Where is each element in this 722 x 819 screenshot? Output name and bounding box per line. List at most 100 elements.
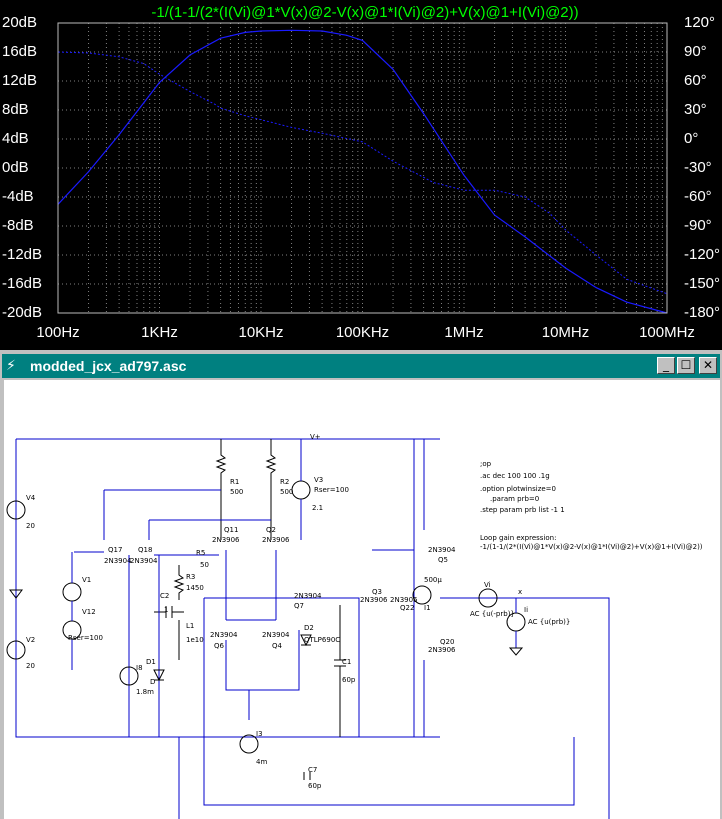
q20-label: Q20 xyxy=(440,638,455,646)
v2-value: 20 xyxy=(26,662,35,670)
q5-model: 2N3904 xyxy=(428,546,456,554)
vi-label: Vi xyxy=(484,581,491,589)
r5-label: R5 xyxy=(196,549,206,557)
c1-capacitor[interactable] xyxy=(334,605,346,737)
maximize-button[interactable]: ☐ xyxy=(677,357,695,374)
c2-capacitor[interactable] xyxy=(154,606,184,618)
v4-label: V4 xyxy=(26,494,36,502)
d1-diode[interactable] xyxy=(153,669,165,682)
trace-expression-title[interactable]: -1/(1-1/(2*(I(Vi)@1*V(x)@2-V(x)@1*I(Vi)@… xyxy=(151,4,579,21)
plot-frame xyxy=(57,22,668,314)
d1-label: D1 xyxy=(146,658,156,666)
d2-diode[interactable] xyxy=(300,634,312,647)
y-axis-right-tick-label: 0° xyxy=(684,130,699,147)
q17-label: Q17 xyxy=(108,546,123,554)
wire-q7[interactable] xyxy=(203,598,575,806)
close-button[interactable]: ✕ xyxy=(699,357,717,374)
q17-model: 2N3904 xyxy=(104,557,132,565)
y-axis-right-tick-label: 120° xyxy=(684,14,716,31)
wire-q17-q18[interactable] xyxy=(74,489,271,553)
wire-q6-q4[interactable] xyxy=(225,630,300,691)
c2-label: C2 xyxy=(160,592,170,600)
wire-mid-node[interactable] xyxy=(204,597,360,737)
y-axis-left-tick-label: 8dB xyxy=(2,101,29,118)
v4-source[interactable] xyxy=(6,500,26,520)
loopgain-expression[interactable]: -1/(1-1/(2*(I(Vi)@1*V(x)@2-V(x)@1*I(Vi)@… xyxy=(480,543,703,551)
minimize-button[interactable]: _ xyxy=(657,357,675,374)
i1-source[interactable] xyxy=(412,585,432,605)
y-axis-left-tick-label: -4dB xyxy=(2,188,34,205)
vi-source[interactable] xyxy=(478,588,498,608)
y-axis-left-tick-label: -12dB xyxy=(2,246,43,263)
q22-label: Q22 xyxy=(400,604,415,612)
q3-label: Q3 xyxy=(372,588,382,596)
wire-q11-q6[interactable] xyxy=(225,550,277,621)
window-title: modded_jcx_ad797.asc xyxy=(30,358,187,374)
v2-source[interactable] xyxy=(6,640,26,660)
schematic-canvas[interactable]: V+ R1 500 R2 500 V3 Rser=100 2.1 V4 20 V… xyxy=(4,380,720,819)
i8-source[interactable] xyxy=(119,666,139,686)
plot-graph[interactable] xyxy=(0,0,722,350)
q20-model: 2N3906 xyxy=(428,646,456,654)
wire-current-i8[interactable] xyxy=(128,555,160,737)
directive-op[interactable]: ;op xyxy=(480,460,492,468)
wire-output[interactable] xyxy=(178,597,610,819)
ltspice-icon: ⚡ xyxy=(6,358,16,374)
c1-label: C1 xyxy=(342,658,352,666)
magnitude-trace[interactable] xyxy=(57,29,668,314)
c1-value: 60p xyxy=(342,676,356,684)
q6-model: 2N3904 xyxy=(210,631,238,639)
q6-label: Q6 xyxy=(214,642,224,650)
v12-label: V12 xyxy=(82,608,96,616)
r2-resistor[interactable] xyxy=(265,439,277,540)
v1-source[interactable] xyxy=(62,582,82,602)
q4-model: 2N3904 xyxy=(262,631,290,639)
i8-value: 1.8m xyxy=(136,688,154,696)
x-axis-tick-label: 100KHz xyxy=(335,324,390,341)
wire-left-rail[interactable] xyxy=(15,439,440,738)
r3-resistor[interactable] xyxy=(173,565,185,600)
directive-param[interactable]: .param prb=0 xyxy=(490,495,540,503)
q4-label: Q4 xyxy=(272,642,282,650)
v1-label: V1 xyxy=(82,576,92,584)
v3-source[interactable] xyxy=(291,480,311,500)
y-axis-left-tick-label: 20dB xyxy=(2,14,38,31)
i3-source[interactable] xyxy=(239,734,259,754)
loopgain-title[interactable]: Loop gain expression: xyxy=(480,534,557,542)
v3-value: 2.1 xyxy=(312,504,324,512)
c7-value: 60p xyxy=(308,782,322,790)
x-axis-tick-label: 100Hz xyxy=(36,324,80,341)
y-axis-right-tick-label: -120° xyxy=(684,246,721,263)
window-titlebar[interactable]: ⚡ modded_jcx_ad797.asc _ ☐ ✕ xyxy=(2,354,720,378)
x-axis-tick-label: 100MHz xyxy=(639,324,695,341)
q18-model: 2N3904 xyxy=(130,557,158,565)
waveform-plot[interactable]: -1/(1-1/(2*(I(Vi)@1*V(x)@2-V(x)@1*I(Vi)@… xyxy=(0,0,722,350)
x-axis-tick-label: 1KHz xyxy=(141,324,178,341)
l1-value: 1e10 xyxy=(186,636,204,644)
y-axis-right-tick-label: 60° xyxy=(684,72,707,89)
r5-value: 50 xyxy=(200,561,209,569)
x-axis-tick-label: 1MHz xyxy=(444,324,484,341)
r1-value: 500 xyxy=(230,488,244,496)
ground-ii[interactable] xyxy=(508,647,524,656)
schematic-window[interactable]: ⚡ modded_jcx_ad797.asc _ ☐ ✕ xyxy=(0,350,722,819)
v3-label: V3 xyxy=(314,476,324,484)
d1-model: D xyxy=(150,678,156,686)
y-axis-right-tick-label: 30° xyxy=(684,101,707,118)
i1-label: I1 xyxy=(424,604,431,612)
ground-mid[interactable] xyxy=(9,589,23,599)
v4-value: 20 xyxy=(26,522,35,530)
c7-capacitor[interactable] xyxy=(303,772,311,780)
d2-model: QTLP690C xyxy=(304,636,341,644)
i3-value: 4m xyxy=(256,758,268,766)
q2-label: Q2 xyxy=(266,526,276,534)
q2-model: 2N3906 xyxy=(262,536,290,544)
directive-step[interactable]: .step param prb list -1 1 xyxy=(480,506,565,514)
directive-ac[interactable]: .ac dec 100 100 .1g xyxy=(480,472,550,480)
r1-resistor[interactable] xyxy=(215,439,227,540)
phase-trace[interactable] xyxy=(57,51,668,295)
wire-output-stage[interactable] xyxy=(372,439,425,737)
directive-option[interactable]: .option plotwinsize=0 xyxy=(480,485,556,493)
schematic-wiring[interactable] xyxy=(4,380,720,819)
v12-rser: Rser=100 xyxy=(68,634,103,642)
